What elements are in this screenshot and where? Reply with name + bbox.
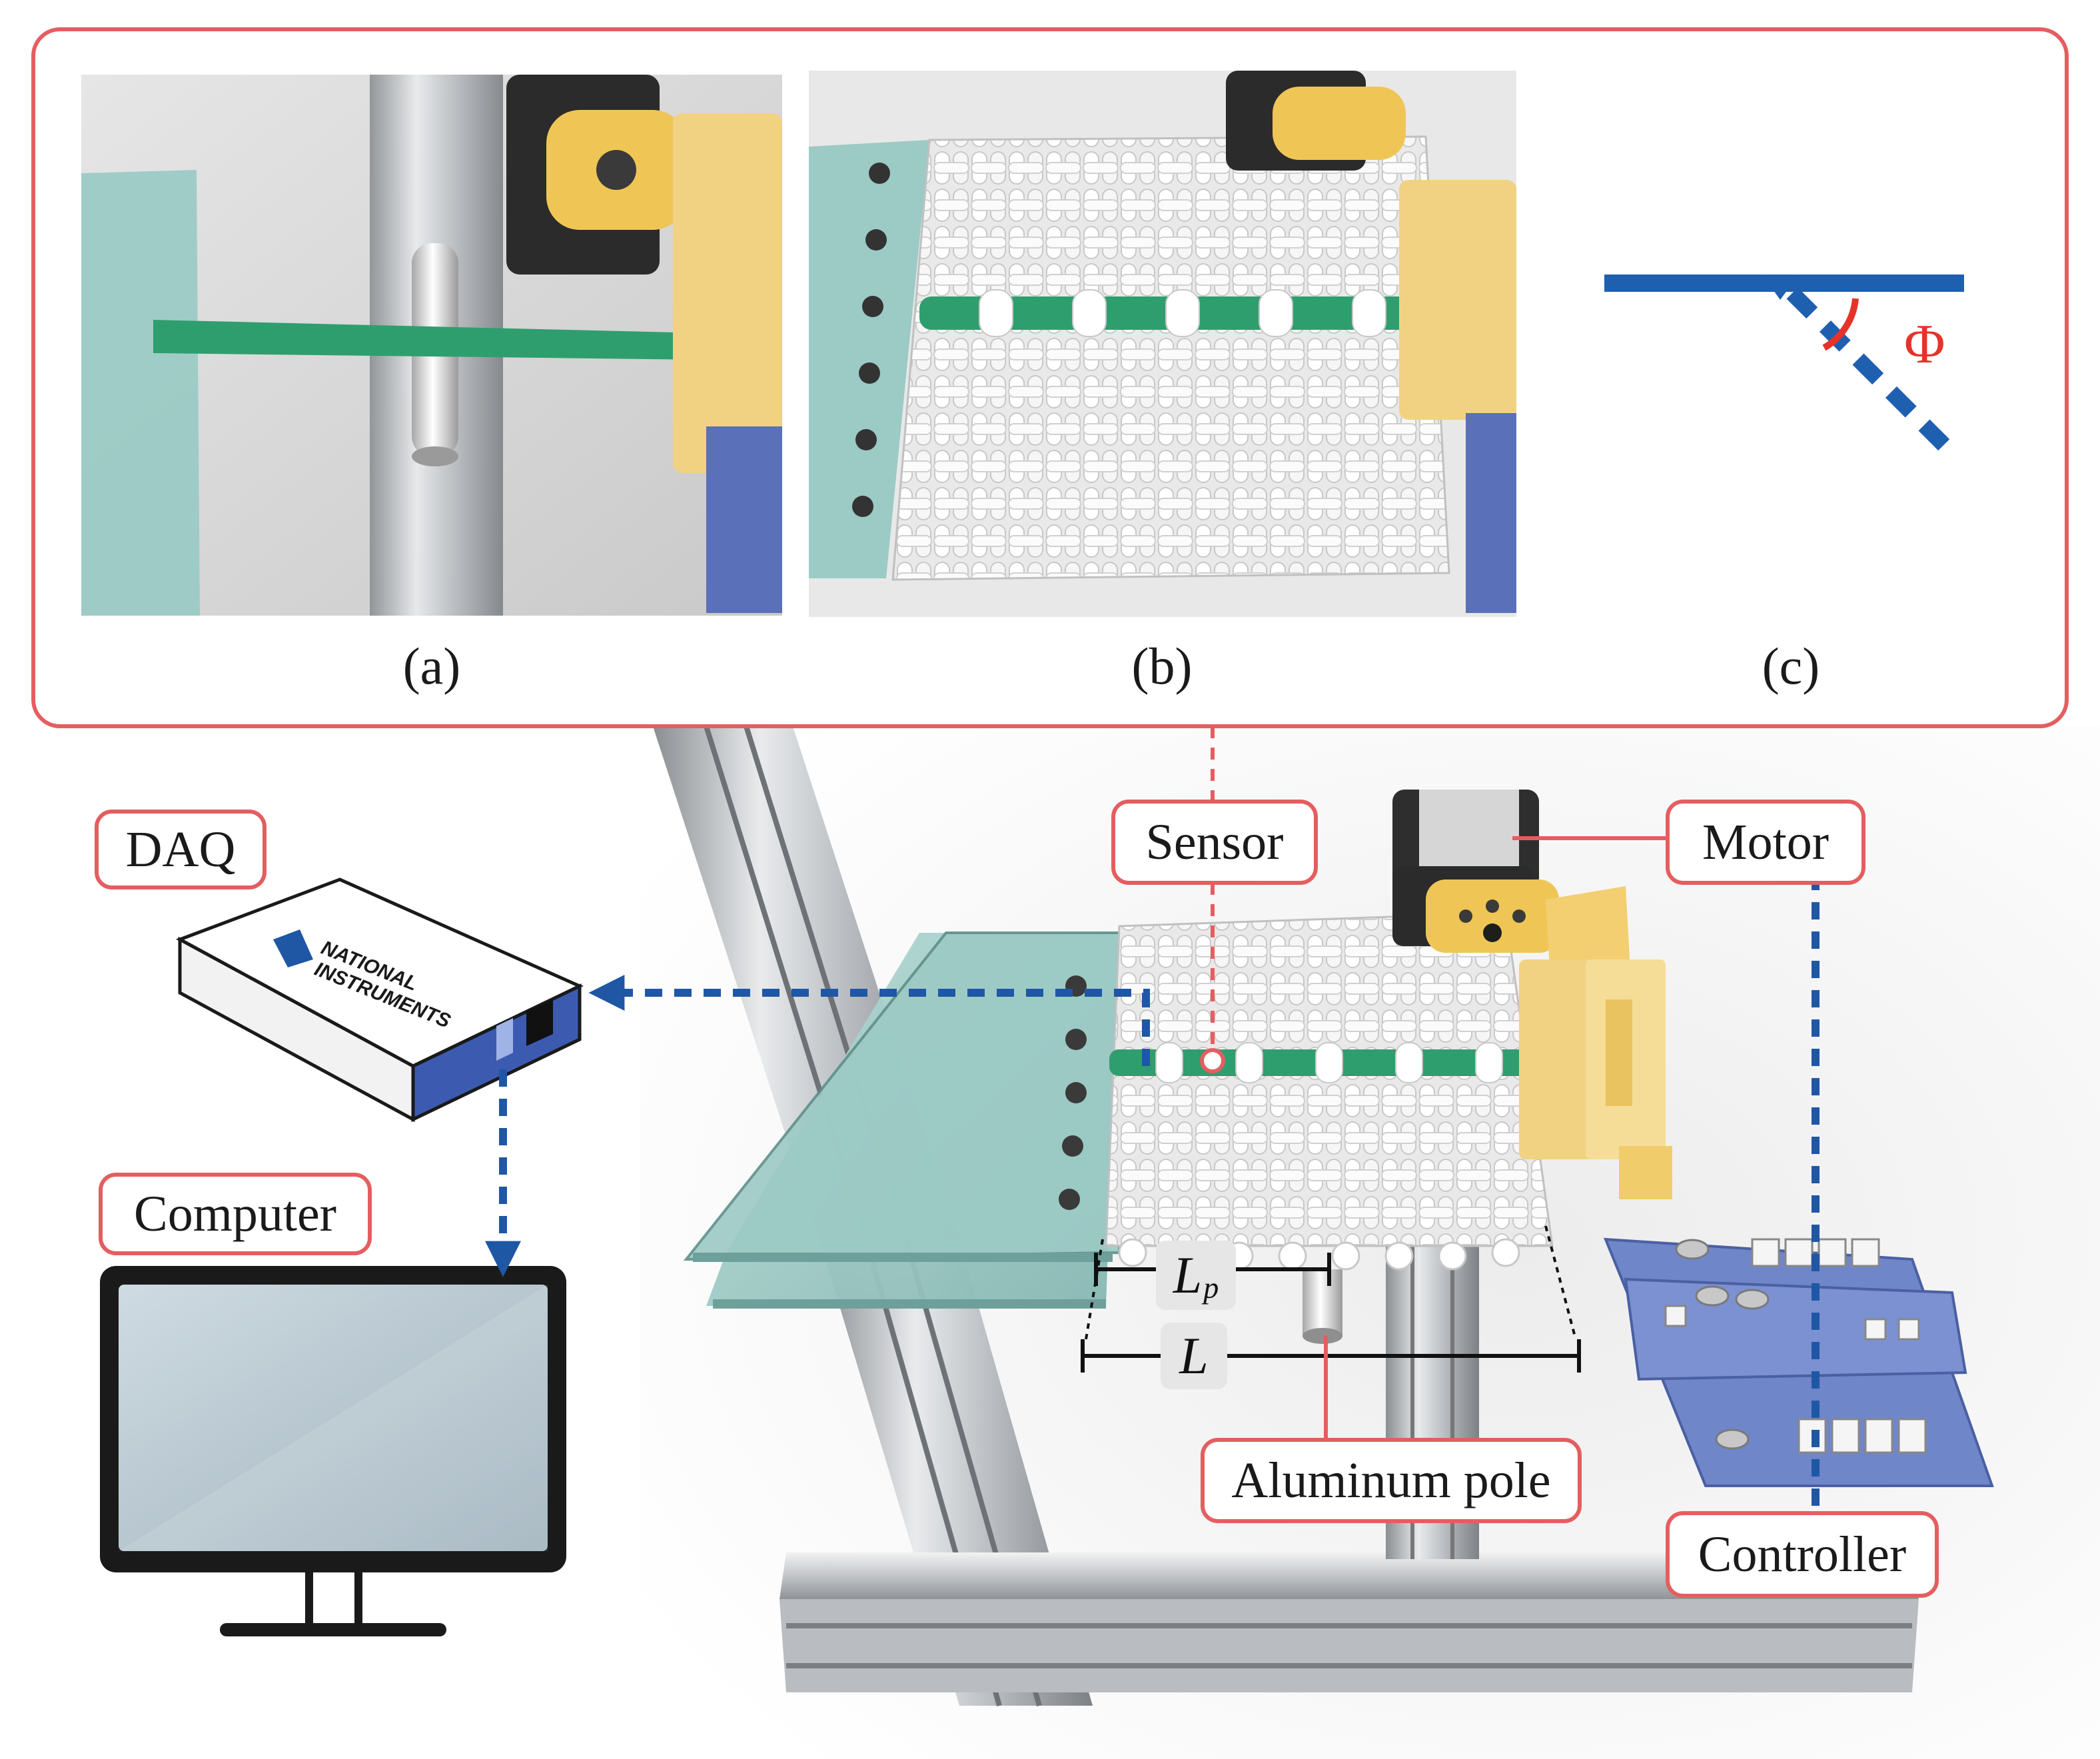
controller-label: Controller <box>1666 1511 1939 1598</box>
angle-arc <box>1822 298 1859 351</box>
signal-arrows <box>485 873 1820 1512</box>
motor-label: Motor <box>1666 800 1865 885</box>
panel-c-angle-schematic <box>1604 275 1964 451</box>
motor-assembly <box>1392 790 1672 1199</box>
lp-subscript: p <box>1203 1270 1219 1305</box>
aluminum-frame <box>653 725 1919 1707</box>
callout-lines <box>1200 726 1666 1439</box>
controller-board <box>1603 1237 1994 1487</box>
computer-monitor <box>100 1266 566 1636</box>
glass-plates <box>683 931 1128 1309</box>
lp-symbol: L <box>1173 1246 1203 1304</box>
computer-label: Computer <box>99 1173 372 1255</box>
panel-c-caption: (c) <box>1762 637 1820 695</box>
panel-a-caption: (a) <box>402 637 461 695</box>
l-dimension-label: L <box>1161 1323 1227 1389</box>
panel-b-caption: (b) <box>1131 637 1193 695</box>
sensor-label: Sensor <box>1111 800 1318 885</box>
aluminum-pole-label: Aluminum pole <box>1201 1438 1582 1523</box>
daq-device: NATIONAL INSTRUMENTS <box>175 878 584 1123</box>
panel-a-image <box>81 75 782 616</box>
panel-b-image <box>809 71 1516 617</box>
aluminum-pole <box>1303 1269 1342 1344</box>
woven-fabric <box>1105 911 1554 1271</box>
angle-phi-label: Φ <box>1904 313 1945 375</box>
daq-label: DAQ <box>95 810 266 889</box>
